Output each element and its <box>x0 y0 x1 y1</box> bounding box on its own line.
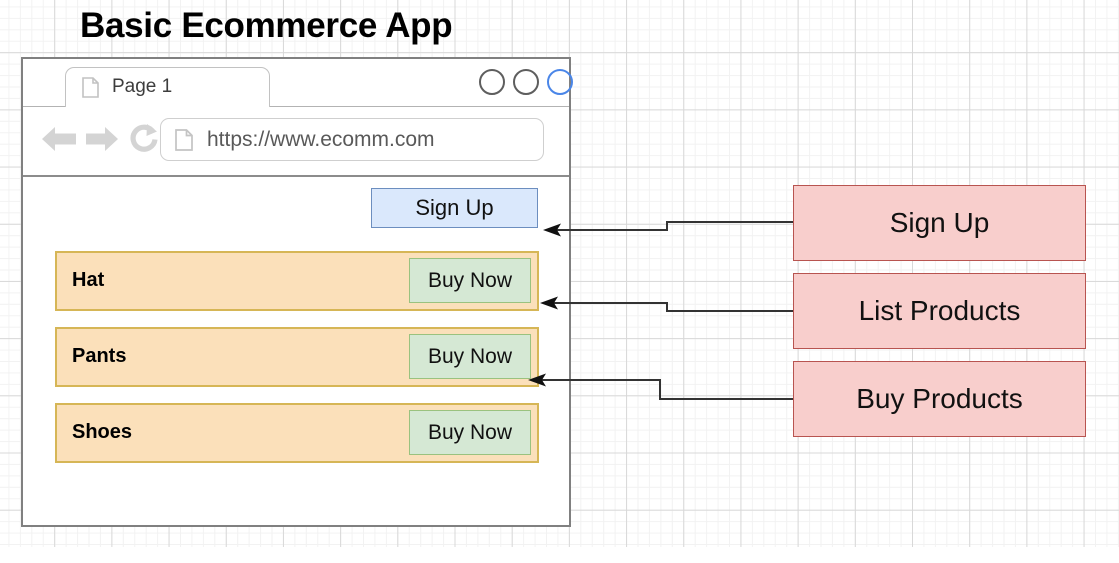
product-name: Hat <box>72 269 105 291</box>
reload-icon[interactable] <box>129 123 159 159</box>
signup-button[interactable]: Sign Up <box>371 188 538 228</box>
browser-tab-label: Page 1 <box>112 76 173 97</box>
product-row: Hat Buy Now <box>55 251 539 311</box>
document-icon <box>82 77 99 98</box>
browser-content-area: Sign Up Hat Buy Now Pants Buy Now Shoes … <box>23 177 569 525</box>
url-text: https://www.ecomm.com <box>207 128 435 151</box>
buy-now-button[interactable]: Buy Now <box>409 410 531 455</box>
buy-now-button[interactable]: Buy Now <box>409 258 531 303</box>
product-row: Shoes Buy Now <box>55 403 539 463</box>
url-bar[interactable]: https://www.ecomm.com <box>160 118 544 161</box>
document-icon <box>175 129 193 151</box>
product-name: Shoes <box>72 421 133 443</box>
buy-now-button[interactable]: Buy Now <box>409 334 531 379</box>
browser-tab-page-1[interactable]: Page 1 <box>65 67 270 107</box>
close-circle-icon[interactable] <box>547 69 573 95</box>
browser-toolbar: https://www.ecomm.com <box>23 107 569 177</box>
back-arrow-icon[interactable] <box>41 125 77 158</box>
minimize-circle-icon[interactable] <box>479 69 505 95</box>
page-title: Basic Ecommerce App <box>80 6 453 45</box>
product-row: Pants Buy Now <box>55 327 539 387</box>
annotation-box-list-products: List Products <box>793 273 1086 349</box>
annotation-box-buy-products: Buy Products <box>793 361 1086 437</box>
annotation-box-signup: Sign Up <box>793 185 1086 261</box>
maximize-circle-icon[interactable] <box>513 69 539 95</box>
product-name: Pants <box>72 345 127 367</box>
forward-arrow-icon[interactable] <box>86 125 119 158</box>
browser-window-mockup: Page 1 <box>21 57 573 527</box>
browser-tabstrip: Page 1 <box>23 59 573 107</box>
